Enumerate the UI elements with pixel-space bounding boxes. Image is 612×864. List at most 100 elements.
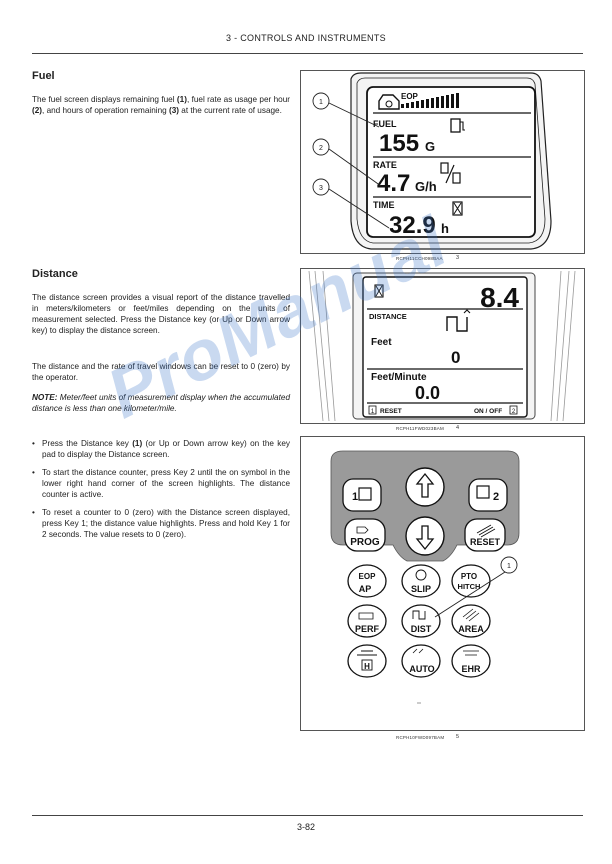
- distance-label: DISTANCE: [369, 312, 407, 321]
- feet-label: Feet: [371, 337, 392, 348]
- svg-text:PTO: PTO: [461, 572, 477, 581]
- figure-4-number: 4: [456, 425, 460, 431]
- svg-text:AUTO: AUTO: [409, 664, 434, 674]
- hitch-icon: [357, 650, 377, 656]
- on-off-key-number: 2: [512, 409, 516, 415]
- page-header: 3 - CONTROLS AND INSTRUMENTS: [226, 33, 386, 43]
- fuel-paragraph: The fuel screen displays remaining fuel …: [32, 95, 290, 115]
- rate-unit: G/h: [415, 179, 437, 194]
- distance-screen-illustration: 8.4 DISTANCE Feet 0 Feet/Minute 0.0 1 RE…: [308, 270, 576, 422]
- svg-text:AP: AP: [359, 584, 372, 594]
- figure-5-caption: RCPH10FWD097BAM: [396, 735, 445, 740]
- hourglass-icon: [452, 201, 463, 216]
- key-1-button[interactable]: 1: [342, 478, 382, 512]
- svg-text:PERF: PERF: [355, 624, 380, 634]
- area-button[interactable]: AREA: [451, 604, 491, 638]
- prog-icon: [356, 526, 369, 534]
- callout-3: 3: [312, 178, 390, 229]
- svg-text:HITCH: HITCH: [458, 582, 481, 591]
- svg-text:1: 1: [352, 491, 358, 503]
- wheel-slip-icon: [415, 569, 427, 581]
- svg-text:EOP: EOP: [359, 572, 377, 581]
- distance-big-value: 8.4: [480, 282, 519, 313]
- on-off-label: ON / OFF: [474, 408, 502, 415]
- keypad-figure: 1 2 PROG RESET EOP: [300, 436, 585, 731]
- svg-text:1: 1: [319, 99, 323, 106]
- figure-4-caption: RCPH11FWD023BAM: [396, 426, 444, 431]
- keypad-illustration: 1 2 PROG RESET EOP: [330, 450, 520, 704]
- rate-value: 4.7: [377, 170, 410, 197]
- fuel-rate-icon: [440, 162, 461, 184]
- footer-rule: [32, 815, 583, 816]
- dist-button[interactable]: DIST: [401, 604, 441, 638]
- fuel-screen-illustration: EOP FUEL 155 G RATE 4.7 G/h TIME 32.9 h: [312, 72, 552, 250]
- key-2-button[interactable]: 2: [468, 478, 508, 512]
- down-arrow-icon: [415, 525, 435, 551]
- slip-button[interactable]: SLIP: [401, 564, 441, 598]
- reset-icon: [476, 524, 496, 538]
- prog-button[interactable]: PROG: [344, 518, 386, 552]
- bullet-3: To reset a counter to 0 (zero) with the …: [32, 507, 290, 540]
- pto-hitch-button[interactable]: PTO HITCH: [451, 564, 491, 598]
- feet-value: 0: [451, 348, 460, 367]
- svg-text:3: 3: [319, 185, 323, 192]
- eop-ap-button[interactable]: EOP AP: [347, 564, 387, 598]
- svg-text:PROG: PROG: [350, 537, 380, 548]
- svg-text:SLIP: SLIP: [411, 584, 431, 594]
- svg-text:2: 2: [493, 491, 499, 503]
- reset-key-box: [368, 405, 377, 415]
- svg-text:RESET: RESET: [470, 537, 501, 547]
- fuel-unit: G: [425, 139, 435, 154]
- distance-heading: Distance: [32, 268, 78, 280]
- svg-text:EHR: EHR: [461, 664, 481, 674]
- svg-text:1: 1: [507, 563, 511, 570]
- svg-text:DIST: DIST: [411, 624, 432, 634]
- callout-1: 1: [434, 556, 518, 618]
- distance-note: NOTE: Meter/feet units of measurement di…: [32, 393, 290, 413]
- distance-screen-figure: 8.4 DISTANCE Feet 0 Feet/Minute 0.0 1 RE…: [300, 268, 585, 424]
- callout-2: 2: [312, 138, 382, 187]
- up-arrow-icon: [415, 472, 435, 498]
- auto-icon: [412, 648, 424, 654]
- perf-button[interactable]: PERF: [347, 604, 387, 638]
- distance-counter-icon: [446, 309, 471, 332]
- feet-per-minute-value: 0.0: [415, 383, 440, 403]
- tractor-icon: [358, 612, 374, 620]
- hourglass-icon: [374, 284, 384, 298]
- ehr-icon: [463, 650, 479, 656]
- callout-1: 1: [312, 92, 380, 128]
- area-icon: [462, 608, 480, 622]
- reset-key-number: 1: [371, 409, 375, 415]
- fuel-value: 155: [379, 130, 419, 157]
- bullet-2: To start the distance counter, press Key…: [32, 467, 290, 500]
- eop-label: EOP: [401, 92, 419, 101]
- oil-can-icon: [378, 94, 400, 110]
- down-arrow-button[interactable]: [405, 516, 445, 556]
- figure-5-number: 5: [456, 734, 460, 740]
- h-button[interactable]: H: [347, 644, 387, 678]
- svg-text:H: H: [364, 662, 370, 671]
- ehr-button[interactable]: EHR: [451, 644, 491, 678]
- fuel-label: FUEL: [373, 119, 397, 129]
- fuel-screen-figure: EOP FUEL 155 G RATE 4.7 G/h TIME 32.9 h: [300, 70, 585, 254]
- time-label: TIME: [373, 200, 395, 210]
- distance-icon: [412, 610, 426, 620]
- reset-button[interactable]: RESET: [464, 518, 506, 552]
- svg-text:2: 2: [319, 145, 323, 152]
- header-rule: [32, 53, 583, 54]
- on-off-key-box: [509, 405, 518, 415]
- fuel-heading: Fuel: [32, 70, 55, 82]
- page-number: 3-82: [296, 822, 315, 832]
- figure-3-number: 3: [456, 255, 460, 261]
- auto-button[interactable]: AUTO: [401, 644, 441, 678]
- up-arrow-button[interactable]: [405, 467, 445, 507]
- feet-per-minute-label: Feet/Minute: [371, 372, 427, 383]
- reset-label: RESET: [380, 408, 402, 415]
- time-value: 32.9: [389, 212, 436, 239]
- distance-paragraph-2: The distance and the rate of travel wind…: [32, 362, 290, 382]
- svg-text:AREA: AREA: [458, 624, 484, 634]
- rate-label: RATE: [373, 160, 397, 170]
- distance-paragraph-1: The distance screen provides a visual re…: [32, 293, 290, 335]
- time-unit: h: [441, 221, 449, 236]
- fuel-level-bar-icon: [401, 93, 459, 108]
